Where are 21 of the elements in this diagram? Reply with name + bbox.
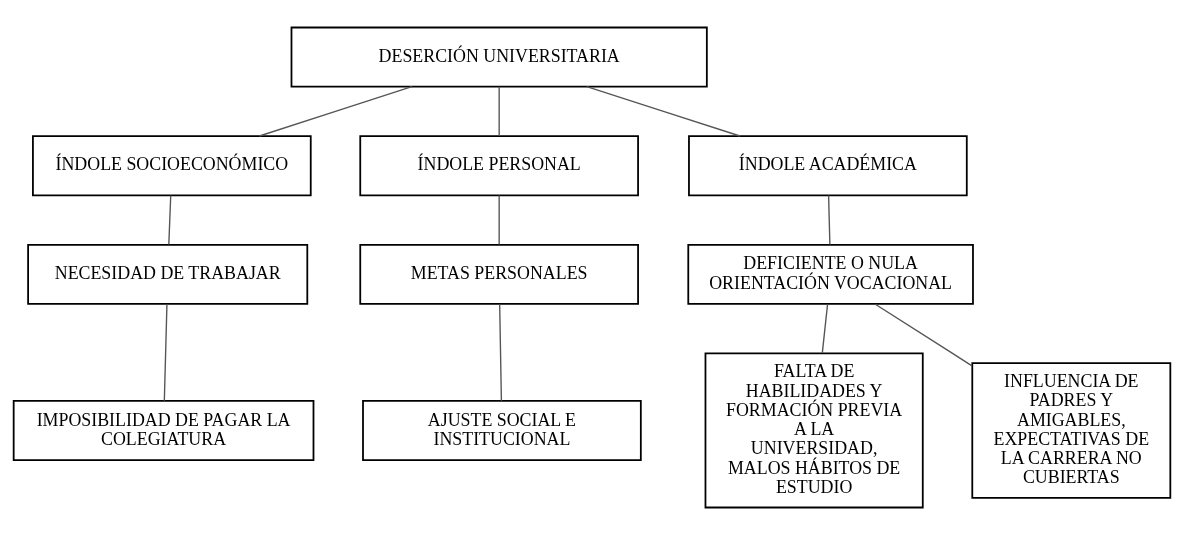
node-box: INFLUENCIA DE PADRES Y AMIGABLES, EXPECTATIVAS DE LA CARRERA NO CUBIERTAS: [971, 362, 1172, 499]
connector: [498, 86, 500, 137]
connector: [168, 194, 172, 246]
node-box: AJUSTE SOCIAL E INSTITUCIONAL: [362, 400, 642, 461]
connector: [499, 303, 503, 402]
node-box: ÍNDOLE ACADÉMICA: [688, 135, 968, 197]
connector: [874, 303, 973, 367]
connector: [258, 86, 413, 137]
connector: [163, 303, 168, 402]
node-box: ÍNDOLE SOCIOECONÓMICO: [32, 135, 312, 197]
connector: [498, 194, 500, 246]
node-box: FALTA DE HABILIDADES Y FORMACIÓN PREVIA A LA UNIVERSIDAD, MALOS HÁBITOS DE ESTUDIO: [704, 352, 924, 509]
node-box: NECESIDAD DE TRABAJAR: [27, 243, 309, 305]
node-box: IMPOSIBILIDAD DE PAGAR LA COLEGIATURA: [12, 400, 315, 461]
node-box: METAS PERSONALES: [359, 243, 639, 305]
connector: [586, 86, 741, 137]
node-box: DEFICIENTE O NULA ORIENTACIÓN VOCACIONAL: [687, 243, 974, 305]
node-box: DESERCIÓN UNIVERSITARIA: [290, 26, 708, 88]
connector: [821, 303, 829, 354]
connector: [827, 194, 831, 246]
node-box: ÍNDOLE PERSONAL: [359, 135, 639, 197]
